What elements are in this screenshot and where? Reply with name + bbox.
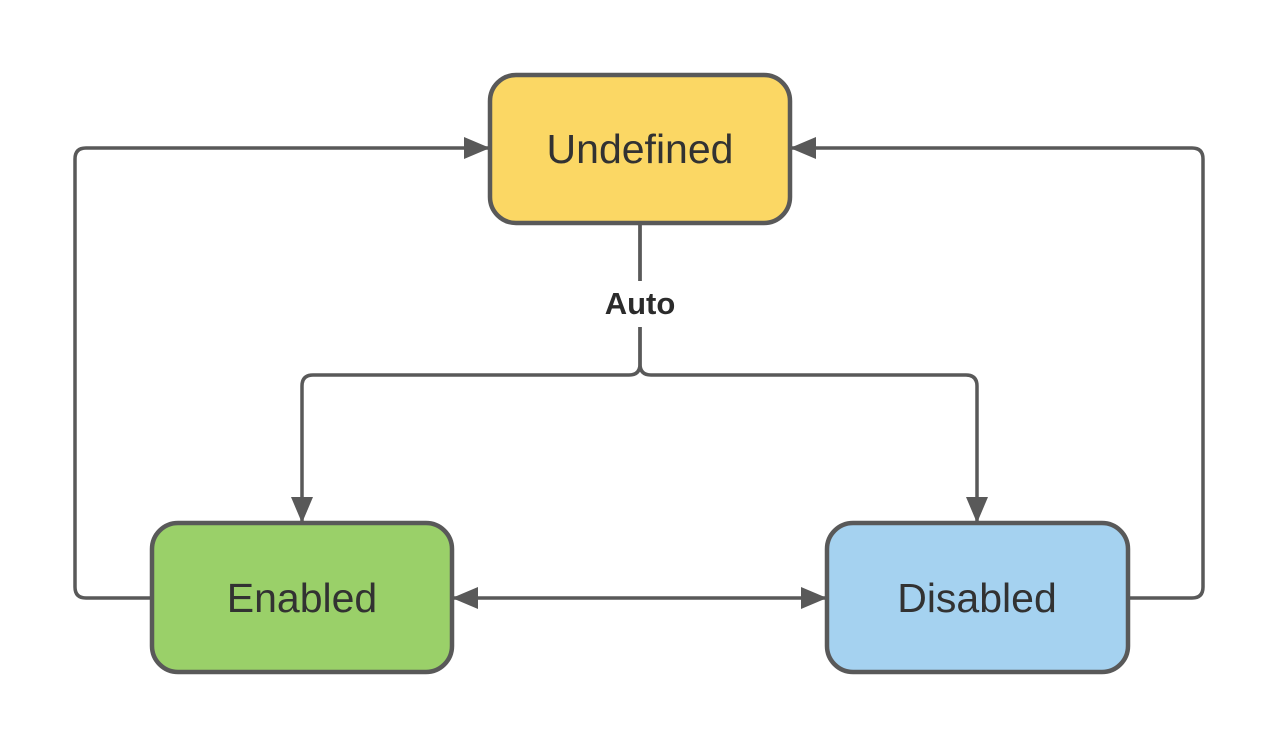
state-node-undefined-label: Undefined [547, 126, 734, 172]
auto-edge-label: Auto [605, 286, 676, 321]
state-node-undefined-shape [487, 72, 793, 226]
state-node-enabled: Enabled [149, 520, 455, 675]
auto-label-background [601, 281, 679, 327]
edge-disabled-to-undefined [790, 137, 1205, 600]
state-node-disabled: Disabled [824, 520, 1131, 675]
state-node-disabled-label: Disabled [897, 575, 1057, 621]
edge-enabled-to-undefined [73, 137, 490, 600]
state-node-disabled-shape [824, 520, 1131, 675]
edge-undefined-to-disabled [638, 223, 988, 523]
state-node-enabled-shape [149, 520, 455, 675]
state-node-enabled-label: Enabled [227, 575, 377, 621]
state-node-undefined: Undefined [487, 72, 793, 226]
edge-undefined-to-enabled [291, 223, 642, 523]
